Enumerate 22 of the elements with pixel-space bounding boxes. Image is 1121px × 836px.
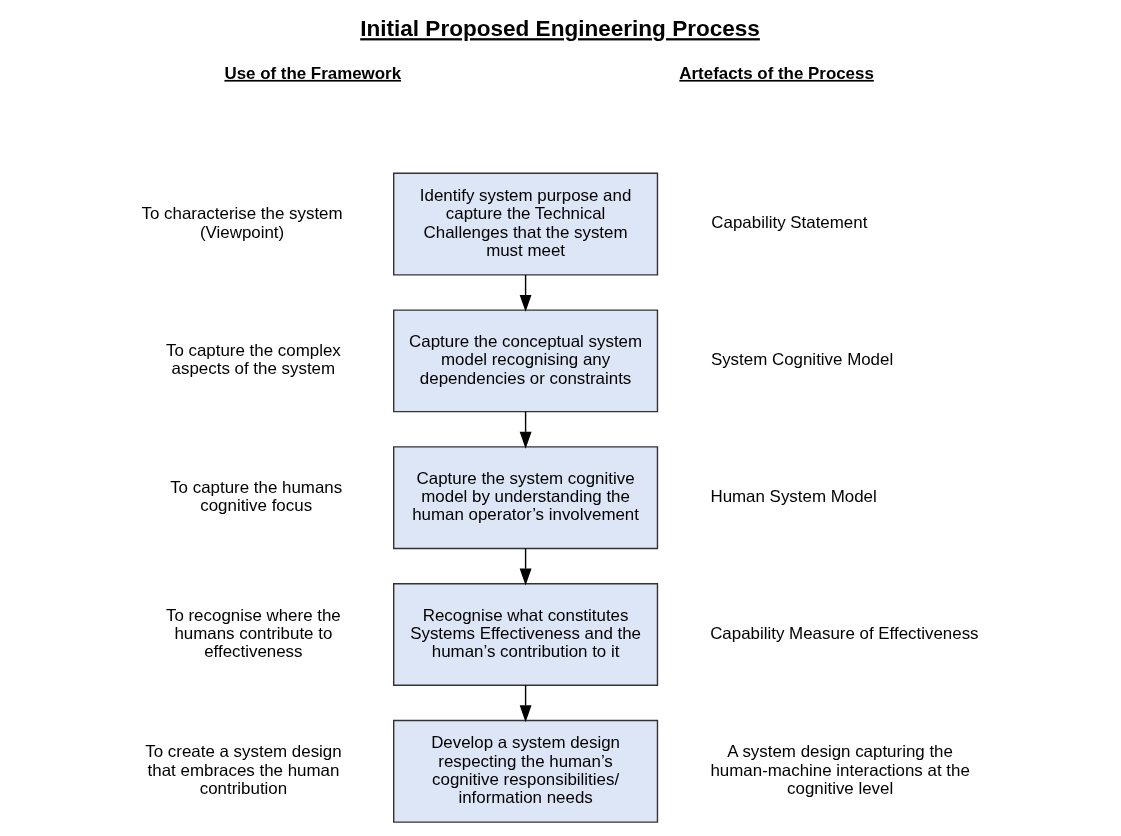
label: To recognise where the humans contribute to effectiveness <box>165 605 341 662</box>
diagram-title: Initial Proposed Engineering Process <box>360 16 760 42</box>
node-box: Develop a system design respecting the human’s cognitive responsibilities/ information needs <box>393 719 659 823</box>
label: Capability Measure of Effectiveness <box>710 623 979 643</box>
arrow <box>519 411 532 449</box>
node-box: Identify system purpose and capture the Technical Challenges that the system must meet <box>393 172 659 276</box>
label: To create a system design that embraces the human contribution <box>145 742 342 799</box>
label: To capture the humans cognitive focus <box>170 477 343 516</box>
arrow <box>519 274 532 312</box>
label: Use of the Framework <box>224 63 402 83</box>
label: To capture the complex aspects of the system <box>165 341 341 379</box>
label: A system design capturing the human-machine interactions at the cognitive level <box>710 742 970 799</box>
node-box: Capture the system cognitive model by understanding the human operator’s involvement <box>393 446 659 550</box>
label: System Cognitive Model <box>710 350 894 370</box>
arrow <box>519 684 532 723</box>
label: To characterise the system (Viewpoint) <box>141 204 343 242</box>
arrow <box>519 547 532 586</box>
label: Artefacts of the Process <box>679 63 874 83</box>
label: Human System Model <box>710 487 877 507</box>
node-box: Recognise what constitutes Systems Effectiveness and the human’s contribution to it <box>393 583 659 686</box>
node-box: Capture the conceptual system model recognising any dependencies or constraints <box>393 309 659 413</box>
label: Capability Statement <box>711 213 868 233</box>
